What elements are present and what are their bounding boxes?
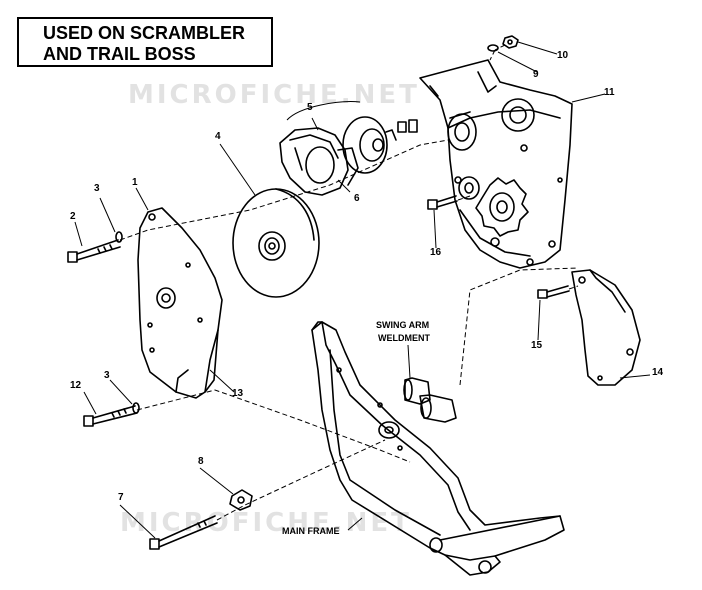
leader-lines xyxy=(74,41,651,539)
main-frame-label: MAIN FRAME xyxy=(282,526,340,536)
nut-10 xyxy=(502,35,519,49)
centerlines xyxy=(119,44,579,521)
callout-7: 7 xyxy=(118,492,124,503)
callout-11: 11 xyxy=(604,87,615,98)
callout-5: 5 xyxy=(307,102,313,113)
callout-1: 1 xyxy=(132,177,138,188)
callout-2: 2 xyxy=(70,211,76,222)
title-line-2: AND TRAIL BOSS xyxy=(43,44,196,64)
title-line-1: USED ON SCRAMBLER xyxy=(43,23,246,43)
washer-9 xyxy=(487,44,499,52)
callout-3a: 3 xyxy=(94,183,100,194)
mounting-plate xyxy=(137,207,223,399)
bolt-12 xyxy=(83,405,138,427)
drive-pulley xyxy=(232,188,320,298)
nut-8 xyxy=(229,489,253,511)
callout-10: 10 xyxy=(557,50,569,61)
watermark-top: MICROFICHE.NET xyxy=(128,80,420,110)
bolt-16 xyxy=(427,195,458,210)
callout-15: 15 xyxy=(531,340,543,351)
bolt-15 xyxy=(537,285,570,299)
washer-3a xyxy=(115,231,123,243)
main-frame xyxy=(311,321,565,576)
washer-3b xyxy=(132,402,140,414)
callout-9: 9 xyxy=(533,69,539,80)
callout-13: 13 xyxy=(232,388,244,399)
sprocket xyxy=(458,176,529,237)
bolt-7 xyxy=(149,515,218,550)
callout-3b: 3 xyxy=(104,370,110,381)
gear-case xyxy=(419,59,573,269)
sprocket-cover xyxy=(571,269,641,386)
callout-12: 12 xyxy=(70,380,82,391)
callout-16: 16 xyxy=(430,247,442,258)
callout-14: 14 xyxy=(652,367,664,378)
swing-arm-label-1: SWING ARM xyxy=(376,320,430,330)
title-box: USED ON SCRAMBLER AND TRAIL BOSS xyxy=(17,17,273,67)
callout-8: 8 xyxy=(198,456,204,467)
callout-6: 6 xyxy=(354,193,360,204)
swing-arm-bushings xyxy=(403,377,457,423)
watermark-bottom: MICROFICHE.NET xyxy=(120,508,412,538)
swing-arm-label-2: WELDMENT xyxy=(378,333,430,343)
callout-4: 4 xyxy=(215,131,221,142)
clutch-assembly xyxy=(279,116,418,196)
bolt-2 xyxy=(67,239,121,263)
